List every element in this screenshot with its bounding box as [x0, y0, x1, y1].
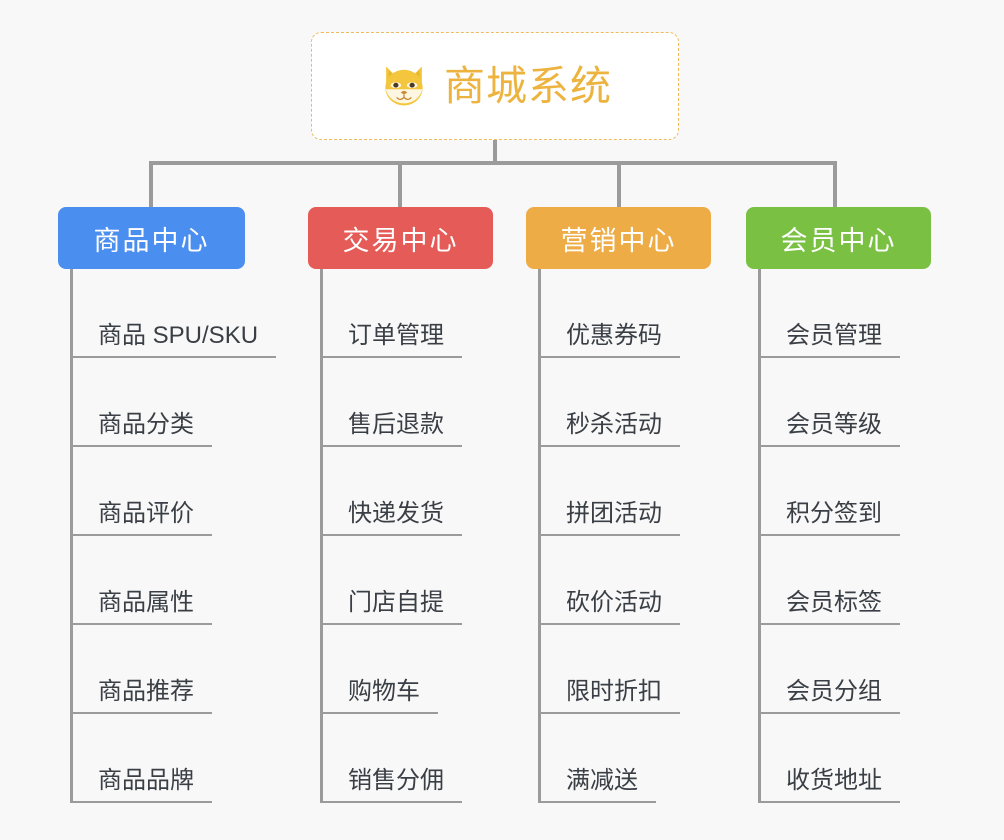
leaf-label: 砍价活动 — [540, 589, 680, 625]
list-item[interactable]: 购物车 — [322, 625, 493, 714]
leaf-list-marketing: 优惠券码 秒杀活动 拼团活动 砍价活动 限时折扣 满减送 — [526, 269, 711, 803]
list-item[interactable]: 会员等级 — [760, 358, 931, 447]
list-item[interactable]: 满减送 — [540, 714, 711, 803]
leaf-list-trade: 订单管理 售后退款 快递发货 门店自提 购物车 销售分佣 — [308, 269, 493, 803]
list-item[interactable]: 快递发货 — [322, 447, 493, 536]
branch-column-product: 商品中心 商品 SPU/SKU 商品分类 商品评价 商品属性 商品推荐 商品品牌 — [58, 207, 277, 803]
branch-spine — [320, 269, 323, 803]
branch-spine — [70, 269, 73, 803]
connector-drop-1 — [149, 161, 153, 207]
leaf-label: 购物车 — [322, 678, 438, 714]
leaf-label: 会员分组 — [760, 678, 900, 714]
list-item[interactable]: 商品 SPU/SKU — [72, 269, 277, 358]
leaf-label: 商品 SPU/SKU — [72, 322, 277, 358]
leaf-label: 商品推荐 — [72, 678, 212, 714]
leaf-label: 优惠券码 — [540, 322, 680, 358]
list-item[interactable]: 商品分类 — [72, 358, 276, 447]
list-item[interactable]: 会员分组 — [760, 625, 931, 714]
leaf-label: 拼团活动 — [540, 500, 680, 536]
leaf-list-member: 会员管理 会员等级 积分签到 会员标签 会员分组 收货地址 — [746, 269, 931, 803]
list-item[interactable]: 商品评价 — [72, 447, 276, 536]
root-title: 商城系统 — [444, 62, 612, 109]
leaf-label: 满减送 — [540, 767, 656, 803]
leaf-label: 会员等级 — [760, 411, 900, 447]
list-item[interactable]: 会员管理 — [760, 269, 931, 358]
connector-drop-2 — [398, 161, 402, 207]
list-item[interactable]: 限时折扣 — [540, 625, 711, 714]
leaf-label: 商品分类 — [72, 411, 212, 447]
branch-column-member: 会员中心 会员管理 会员等级 积分签到 会员标签 会员分组 收货地址 — [746, 207, 931, 803]
list-item[interactable]: 销售分佣 — [322, 714, 493, 803]
list-item[interactable]: 积分签到 — [760, 447, 931, 536]
list-item[interactable]: 订单管理 — [322, 269, 493, 358]
connector-drop-3 — [617, 161, 621, 207]
branch-header-marketing[interactable]: 营销中心 — [526, 207, 711, 269]
list-item[interactable]: 售后退款 — [322, 358, 493, 447]
leaf-label: 订单管理 — [322, 322, 462, 358]
list-item[interactable]: 优惠券码 — [540, 269, 711, 358]
leaf-label: 收货地址 — [760, 767, 900, 803]
leaf-label: 门店自提 — [322, 589, 462, 625]
leaf-label: 限时折扣 — [540, 678, 680, 714]
root-node[interactable]: 商城系统 — [311, 32, 679, 140]
list-item[interactable]: 商品品牌 — [72, 714, 276, 803]
leaf-label: 售后退款 — [322, 411, 462, 447]
leaf-label: 会员管理 — [760, 322, 900, 358]
leaf-label: 销售分佣 — [322, 767, 462, 803]
list-item[interactable]: 商品属性 — [72, 536, 276, 625]
leaf-label: 商品评价 — [72, 500, 212, 536]
leaf-label: 秒杀活动 — [540, 411, 680, 447]
branch-spine — [758, 269, 761, 803]
list-item[interactable]: 门店自提 — [322, 536, 493, 625]
leaf-label: 积分签到 — [760, 500, 900, 536]
list-item[interactable]: 收货地址 — [760, 714, 931, 803]
branch-spine — [538, 269, 541, 803]
list-item[interactable]: 拼团活动 — [540, 447, 711, 536]
leaf-label: 商品品牌 — [72, 767, 212, 803]
branch-column-marketing: 营销中心 优惠券码 秒杀活动 拼团活动 砍价活动 限时折扣 满减送 — [526, 207, 711, 803]
leaf-label: 商品属性 — [72, 589, 212, 625]
leaf-label: 会员标签 — [760, 589, 900, 625]
leaf-label: 快递发货 — [322, 500, 462, 536]
list-item[interactable]: 砍价活动 — [540, 536, 711, 625]
branch-header-member[interactable]: 会员中心 — [746, 207, 931, 269]
branch-header-trade[interactable]: 交易中心 — [308, 207, 493, 269]
branch-header-product[interactable]: 商品中心 — [58, 207, 245, 269]
leaf-list-product: 商品 SPU/SKU 商品分类 商品评价 商品属性 商品推荐 商品品牌 — [58, 269, 277, 803]
list-item[interactable]: 秒杀活动 — [540, 358, 711, 447]
connector-drop-4 — [833, 161, 837, 207]
connector-root-stem — [493, 140, 497, 164]
shiba-dog-face-icon — [385, 66, 423, 106]
list-item[interactable]: 会员标签 — [760, 536, 931, 625]
branch-column-trade: 交易中心 订单管理 售后退款 快递发货 门店自提 购物车 销售分佣 — [308, 207, 493, 803]
list-item[interactable]: 商品推荐 — [72, 625, 276, 714]
connector-horizontal-bus — [149, 161, 837, 165]
